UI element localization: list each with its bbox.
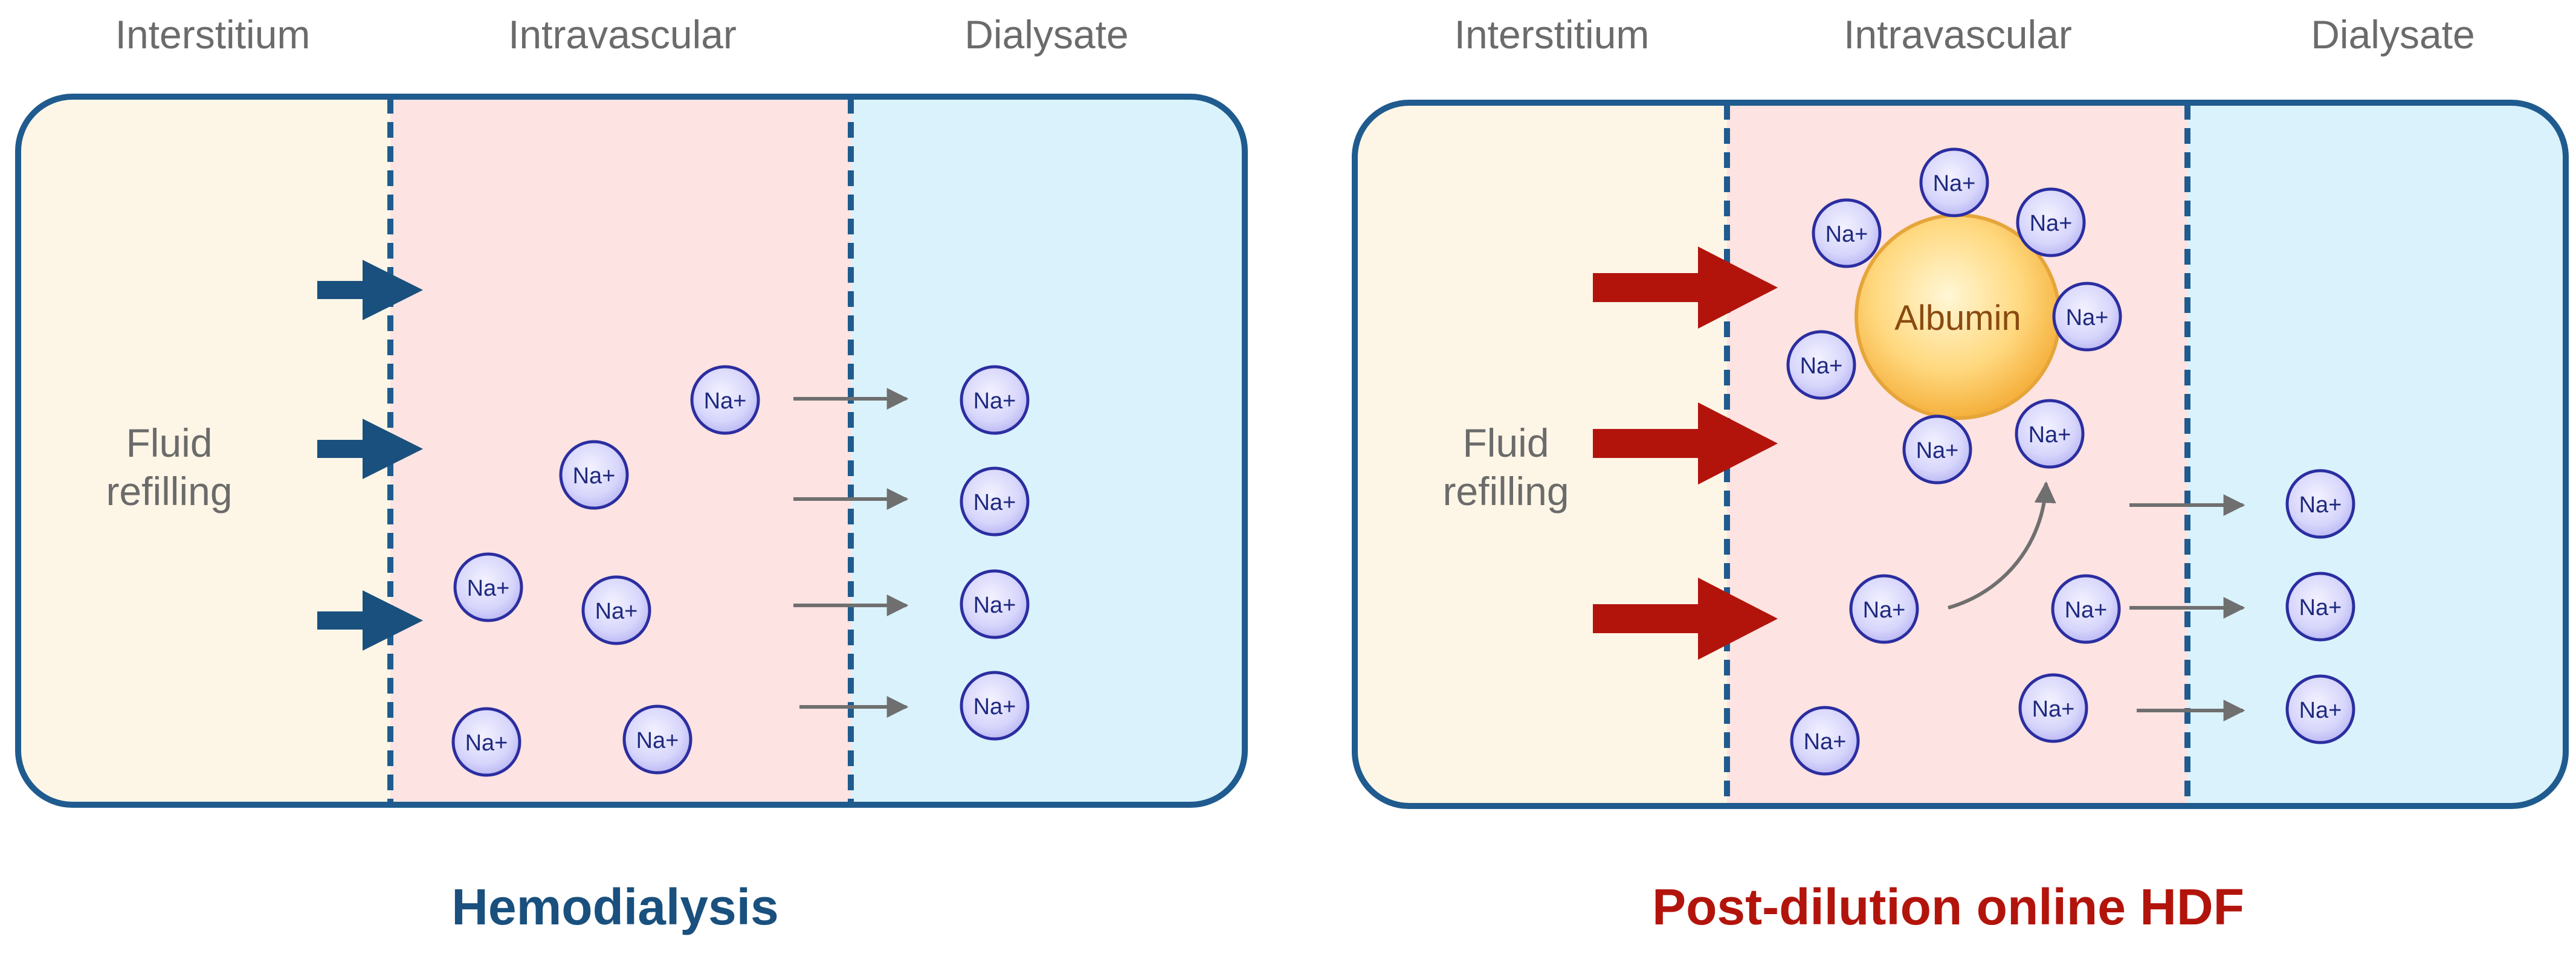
svg-text:Na+: Na+: [704, 388, 747, 414]
svg-text:Na+: Na+: [595, 599, 638, 624]
na-ion: Na+: [559, 440, 629, 510]
albumin-molecule: Albumin: [1855, 213, 2061, 420]
na-ion: Na+: [960, 466, 1030, 537]
refill-arrow: [317, 260, 423, 320]
albumin-label: Albumin: [1894, 298, 2021, 338]
panel-border: [1352, 100, 2569, 809]
svg-text:Na+: Na+: [2065, 598, 2108, 623]
zone-label: Intravascular: [1844, 12, 2072, 57]
na-ion: Na+: [2015, 399, 2085, 469]
panel-hemodialysis: Interstitium Intravascular Dialysate Flu…: [15, 12, 1248, 935]
na-ion: Na+: [960, 569, 1030, 639]
svg-text:Na+: Na+: [1933, 171, 1976, 196]
na-ion: Na+: [2051, 574, 2121, 644]
na-ion: Na+: [2018, 673, 2088, 743]
dialysate-zone: [851, 97, 1245, 805]
zone-label: Interstitium: [115, 12, 311, 57]
na-ion: Na+: [622, 704, 692, 775]
refill-arrow: [317, 590, 423, 651]
svg-text:Na+: Na+: [2032, 697, 2075, 722]
dialysate-zone: [2187, 103, 2566, 806]
fluid-refilling-label: Fluid: [126, 421, 212, 465]
svg-text:Na+: Na+: [1800, 353, 1843, 379]
refill-arrow: [1593, 578, 1778, 660]
svg-text:Na+: Na+: [973, 388, 1016, 414]
svg-text:Na+: Na+: [1863, 598, 1906, 623]
na-ion: Na+: [2052, 282, 2122, 352]
fluid-refilling-label: refilling: [106, 469, 232, 514]
svg-text:Na+: Na+: [573, 463, 616, 489]
svg-text:Na+: Na+: [2299, 698, 2342, 723]
na-ion: Na+: [690, 365, 760, 435]
svg-text:Na+: Na+: [465, 730, 508, 756]
svg-text:Na+: Na+: [2299, 595, 2342, 620]
panel-caption-online-hdf: Post-dilution online HDF: [1652, 878, 2244, 935]
zone-label: Interstitium: [1454, 12, 1650, 57]
svg-text:Na+: Na+: [2299, 492, 2342, 518]
svg-text:Na+: Na+: [973, 694, 1016, 720]
svg-text:Na+: Na+: [973, 490, 1016, 515]
refill-arrow: [1593, 402, 1778, 485]
svg-text:Na+: Na+: [636, 728, 679, 753]
na-ion: Na+: [2285, 674, 2355, 744]
na-ion: Na+: [1786, 330, 1856, 400]
zone-label: Dialysate: [964, 12, 1128, 57]
svg-text:Na+: Na+: [1916, 438, 1959, 463]
panel-caption-hemodialysis: Hemodialysis: [451, 878, 779, 935]
na-ion: Na+: [960, 671, 1030, 741]
na-ion: Na+: [2285, 469, 2355, 539]
na-ion: Na+: [2285, 572, 2355, 642]
na-ion: Na+: [453, 552, 523, 622]
svg-text:Na+: Na+: [467, 576, 510, 601]
svg-text:Na+: Na+: [1804, 729, 1847, 755]
na-ion: Na+: [1849, 574, 1919, 644]
zone-label: Dialysate: [2311, 12, 2474, 57]
refill-arrow: [317, 419, 423, 479]
na-ion: Na+: [1812, 198, 1882, 268]
na-ion: Na+: [581, 575, 651, 645]
na-ion: Na+: [960, 365, 1030, 435]
svg-text:Na+: Na+: [2029, 422, 2071, 448]
na-ion: Na+: [1902, 414, 1972, 485]
refill-arrow: [1593, 247, 1778, 329]
na-ion: Na+: [1790, 706, 1860, 776]
svg-text:Na+: Na+: [2030, 211, 2073, 236]
na-ion: Na+: [2016, 187, 2086, 257]
svg-text:Na+: Na+: [1825, 222, 1868, 247]
svg-text:Na+: Na+: [2066, 305, 2109, 330]
fluid-refilling-label: refilling: [1442, 469, 1569, 514]
binding-arrow: [1948, 481, 2056, 610]
intravascular-zone: [390, 97, 851, 805]
panel-border: [15, 94, 1248, 808]
panel-online-hdf: Interstitium Intravascular Dialysate Flu…: [1352, 12, 2569, 935]
zone-label: Intravascular: [508, 12, 737, 57]
na-ion: Na+: [451, 707, 521, 777]
fluid-refilling-label: Fluid: [1462, 421, 1549, 465]
svg-text:Na+: Na+: [973, 593, 1016, 618]
na-ion: Na+: [1919, 147, 1989, 218]
